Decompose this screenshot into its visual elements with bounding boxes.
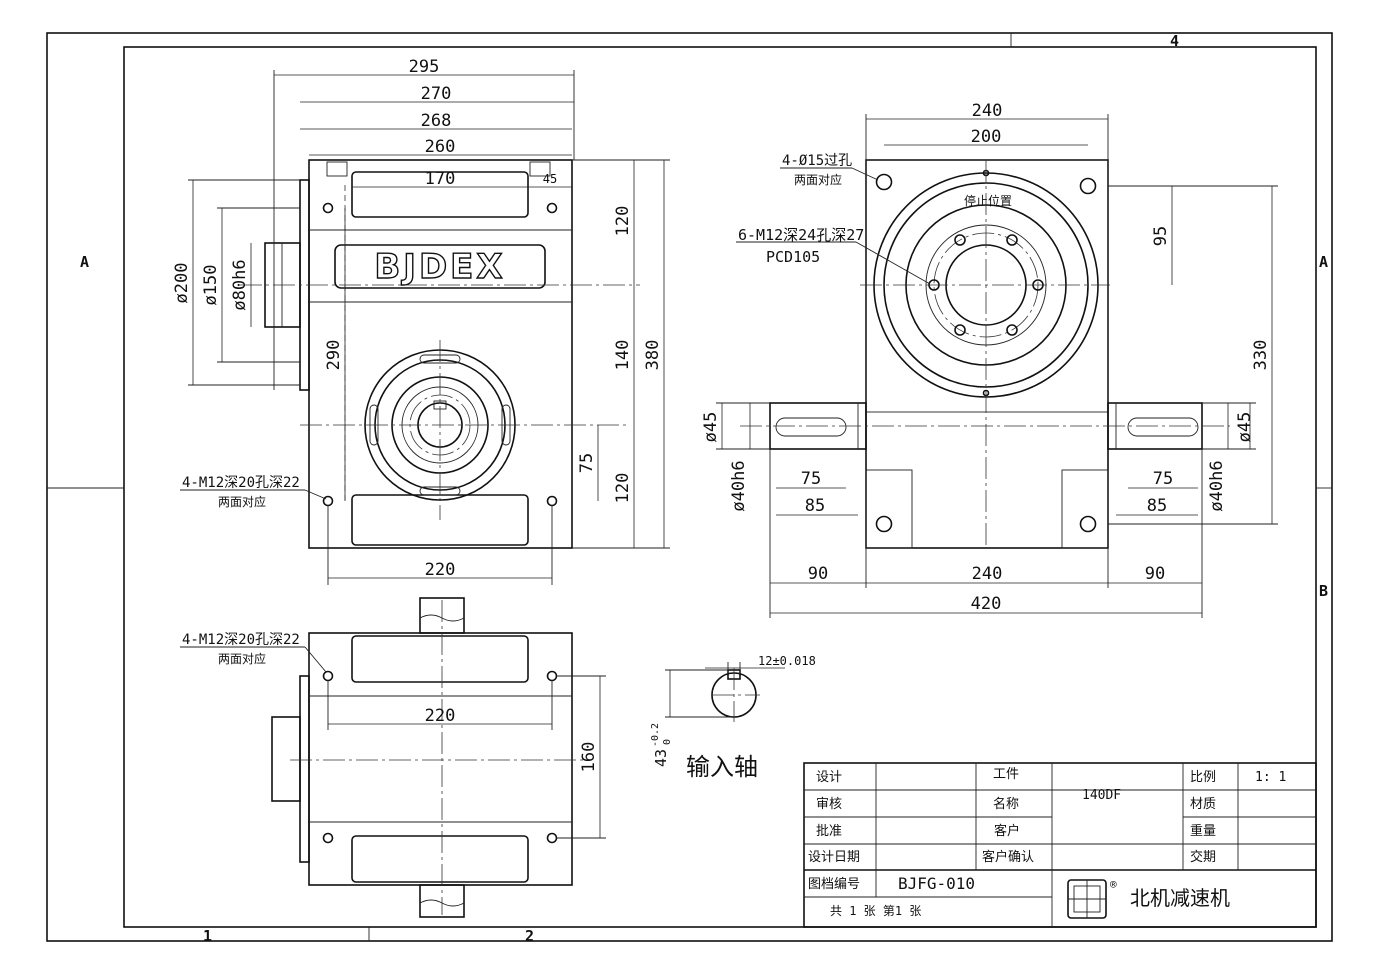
side-dim-90-left: 90 [808,564,828,584]
title-block: 设计 审核 批准 设计日期 图档编号 工件 名称 客户 客户确认 140DF 比… [803,762,1317,928]
top-housing [308,632,573,886]
dim-290: 290 [324,340,344,371]
tb-approve: 批准 [816,824,842,839]
tb-name: 名称 [993,796,1019,812]
dim-220-front: 220 [425,560,456,580]
side-dim-d45-right: ø45 [1235,412,1255,443]
front-tap-note: 4-M12深20孔深22 [182,475,300,491]
dim-270: 270 [421,84,452,104]
dim-295: 295 [409,57,440,77]
top-pocket [351,171,529,218]
tb-material: 材质 [1190,797,1216,812]
tb-design-date: 设计日期 [808,850,860,865]
zone-a-right: A [1319,253,1328,271]
side-hole-note-2: 两面对应 [794,172,842,187]
front-view: BJDEX 295 270 268 260 170 45 [172,57,670,585]
dim-260: 260 [425,137,456,157]
dim-120-top: 120 [613,206,633,237]
tb-model: 140DF [1082,788,1121,803]
side-dim-85-right: 85 [1147,496,1167,516]
side-hole-note: 4-Ø15过孔 [782,153,852,169]
tb-drawing-no: BJFG-010 [898,874,975,893]
side-dim-200: 200 [971,127,1002,147]
tb-scale: 1: 1 [1255,770,1286,785]
top-dim-160: 160 [579,742,599,773]
side-view: 停止位置 240 200 95 330 ø45 ø40h6 ø40h6 ø45 … [701,101,1278,618]
side-dim-330: 330 [1251,340,1271,371]
side-dim-240-bottom: 240 [972,564,1003,584]
tb-customer: 客户 [994,823,1020,839]
side-dim-d40-left: ø40h6 [729,460,749,511]
zone-4: 4 [1170,32,1179,50]
side-dim-75-left: 75 [801,469,821,489]
tb-design: 设计 [816,770,842,785]
side-dim-240-top: 240 [972,101,1003,121]
company-logo: ® [1067,878,1117,919]
tb-review: 审核 [816,797,842,812]
dim-268: 268 [421,111,452,131]
zone-b-right: B [1319,582,1328,600]
tb-sheets: 共 1 张 第1 张 [830,904,921,918]
brand-logo: BJDEX [374,247,505,287]
brand-plate [334,244,546,289]
key-depth-tol: -0.2 [650,723,661,747]
dim-45-top: 45 [543,172,557,186]
input-shaft-label: 输入轴 [686,753,758,781]
dim-d80: ø80h6 [230,259,250,310]
stop-position: 停止位置 [964,193,1012,208]
top-view: 220 160 4-M12深20孔深22 两面对应 [180,597,606,918]
top-tap-note-2: 两面对应 [218,651,266,666]
tb-drawing-no-label: 图档编号 [808,877,860,892]
side-dim-85-left: 85 [805,496,825,516]
shaft-detail: 12±0.018 43 -0.2 0 输入轴 [650,654,816,781]
zone-a-left: A [80,253,89,271]
top-input-shaft [271,716,301,802]
key-depth-tol-2: 0 [662,739,673,745]
front-tap-note-2: 两面对应 [218,494,266,509]
outer-frame [46,32,1333,942]
side-dim-75-right: 75 [1153,469,1173,489]
top-tap-note: 4-M12深20孔深22 [182,632,300,648]
key-width: 12±0.018 [758,654,816,668]
zone-2: 2 [525,927,534,945]
side-pcd-note: PCD105 [766,248,820,266]
dim-380: 380 [643,340,663,371]
tb-company: 北机减速机 [1130,886,1230,910]
side-tap-note: 6-M12深24孔深27 [738,226,864,244]
top-dim-220: 220 [425,706,456,726]
side-dim-d45-left: ø45 [701,412,721,443]
tb-work: 工件 [993,767,1019,782]
side-dim-420: 420 [971,594,1002,614]
zone-1: 1 [203,927,212,945]
dim-170: 170 [425,169,456,189]
registered-mark: ® [1110,878,1117,891]
side-dim-95: 95 [1151,226,1171,246]
side-dim-d40-right: ø40h6 [1207,460,1227,511]
tb-delivery: 交期 [1190,849,1216,865]
dim-d150: ø150 [201,265,221,306]
dim-140: 140 [613,340,633,371]
side-dim-90-right: 90 [1145,564,1165,584]
side-housing [865,159,1109,549]
inner-frame [123,46,1317,928]
tb-customer-confirm: 客户确认 [982,849,1034,865]
key-depth: 43 [652,749,670,767]
dim-75: 75 [577,453,597,473]
tb-scale-label: 比例 [1190,770,1216,785]
tb-weight: 重量 [1190,823,1216,839]
dim-120-bottom: 120 [613,473,633,504]
dim-d200: ø200 [172,263,192,304]
